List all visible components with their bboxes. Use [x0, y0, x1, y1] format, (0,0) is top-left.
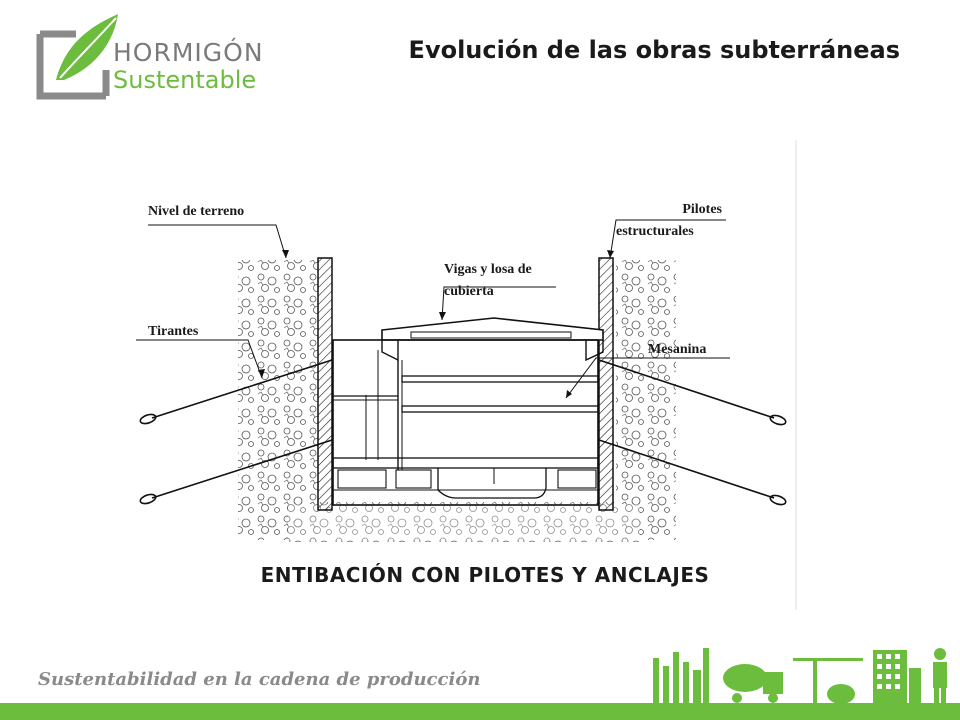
crane-icon — [793, 658, 863, 704]
footer-tagline: Sustentabilidad en la cadena de producci… — [38, 669, 481, 690]
tieback-anchors — [139, 359, 787, 506]
footer-bar — [0, 703, 960, 720]
label-mesanina: Mesanina — [648, 342, 706, 357]
label-pilotes-1: Pilotes — [682, 202, 722, 217]
slide-title: Evolución de las obras subterráneas — [408, 36, 900, 64]
soil-right — [616, 260, 676, 540]
pile-left — [317, 257, 333, 511]
excavation-diagram: Nivel de terreno Pilotes estructurales V… — [126, 140, 798, 610]
diagram-caption: ENTIBACIÓN CON PILOTES Y ANCLAJES — [260, 563, 710, 587]
mixer-truck-icon — [723, 664, 783, 703]
leaf-frame-icon — [36, 14, 118, 100]
person-icon — [933, 648, 947, 704]
soil-left — [238, 260, 318, 540]
label-pilotes-2: estructurales — [616, 224, 694, 239]
label-nivel-terreno: Nivel de terreno — [148, 204, 244, 219]
brand-logo: HORMIGÓN Sustentable — [36, 10, 296, 102]
factory-icon — [653, 648, 709, 704]
label-vigas-2: cubierta — [444, 284, 494, 299]
logo-word-hormigon: HORMIGÓN — [113, 38, 264, 67]
mezzanine-slab — [401, 375, 599, 383]
label-vigas-1: Vigas y losa de — [444, 262, 532, 277]
footer-illustration — [645, 640, 955, 704]
pile-right — [598, 257, 614, 511]
roof-slab — [381, 317, 604, 341]
logo-word-sustentable: Sustentable — [113, 66, 257, 94]
label-tirantes: Tirantes — [148, 324, 199, 339]
soil-bottom — [286, 502, 641, 542]
